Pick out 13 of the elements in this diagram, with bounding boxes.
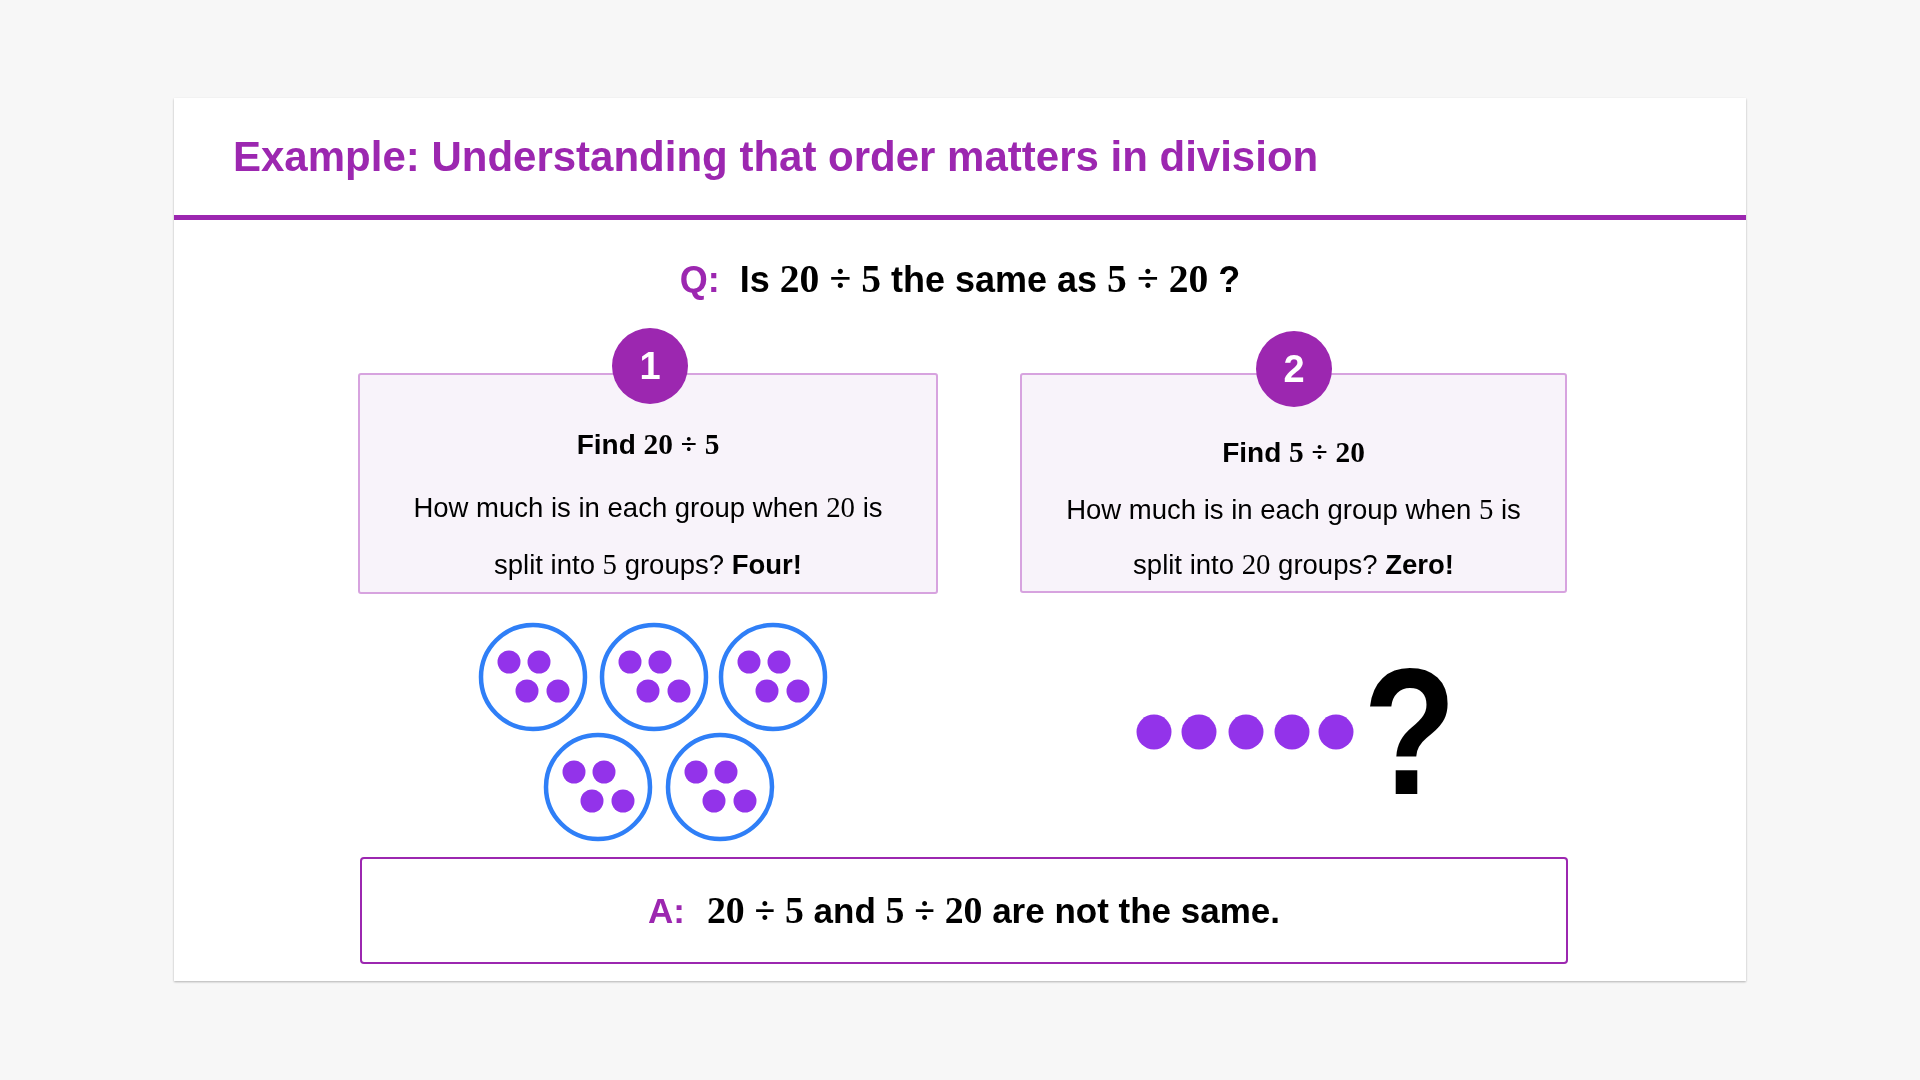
question-text: Is 20 ÷ 5 the same as 5 ÷ 20 ? [739,256,1241,303]
question-prefix: Q: [679,258,720,302]
step-explanation: How much is in each group when 20 is split into 5 groups? Four! [412,490,884,582]
step-explanation: How much is in each group when 5 is split into 20 groups? Zero! [1065,492,1522,582]
question-mark: ? [1363,642,1457,822]
step-heading: Find 5 ÷ 20 [1222,435,1365,470]
step-number: 2 [1283,349,1305,389]
answer-panel [360,857,1568,964]
answer-text: 20 ÷ 5 and 5 ÷ 20 are not the same. [706,888,1281,933]
slide-title: Example: Understanding that order matters in division [233,132,1319,182]
step-heading: Find 20 ÷ 5 [576,427,720,462]
answer-prefix: A: [647,889,685,932]
step-number: 1 [639,346,661,386]
